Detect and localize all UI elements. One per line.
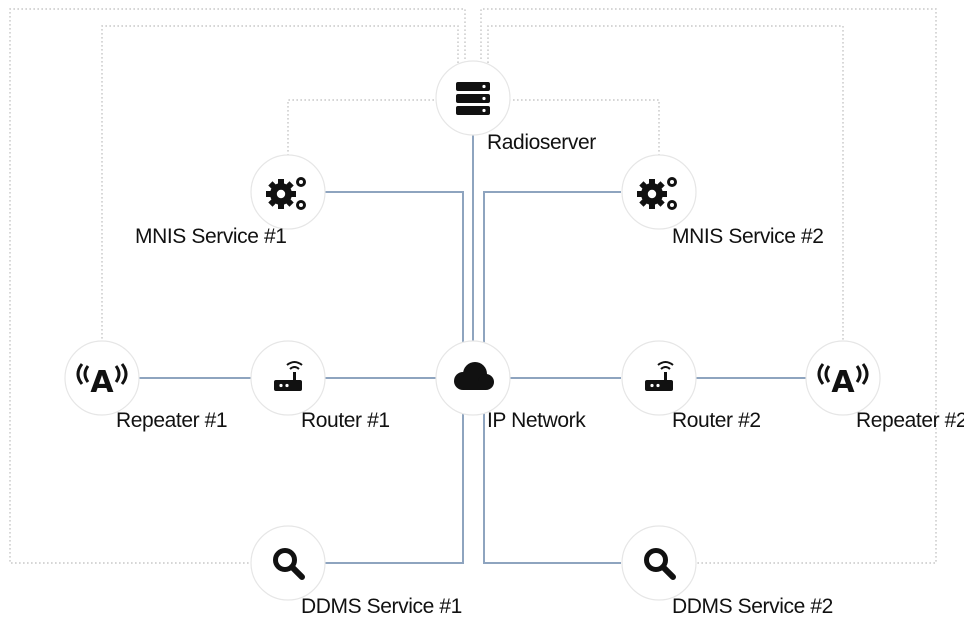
mnis1-label: MNIS Service #1	[135, 225, 287, 248]
gears-icon	[266, 177, 306, 210]
ddms2-node[interactable]	[621, 525, 697, 601]
node-circle	[250, 525, 326, 601]
cloud-icon	[454, 362, 494, 390]
mnis2-label: MNIS Service #2	[672, 225, 824, 248]
mnis2-node[interactable]	[621, 154, 697, 230]
router1-node[interactable]	[250, 340, 326, 416]
node-circle	[64, 340, 140, 416]
radioserver-node[interactable]	[435, 60, 511, 136]
antenna-glyph: A	[831, 365, 855, 400]
node-circle	[250, 340, 326, 416]
router2-node[interactable]	[621, 340, 697, 416]
magnifier-icon	[644, 548, 676, 580]
router1-label: Router #1	[301, 409, 390, 432]
ddms1-node[interactable]	[250, 525, 326, 601]
dotted-connections	[9, 8, 937, 564]
mnis1-node[interactable]	[250, 154, 326, 230]
magnifier-icon	[273, 548, 305, 580]
router2-label: Router #2	[672, 409, 761, 432]
mnis2-ipnetwork-link	[483, 191, 621, 345]
ipnetwork-ddms2-link	[483, 410, 621, 564]
node-circle	[621, 340, 697, 416]
repeater2-label: Repeater #2	[856, 409, 964, 432]
repeater1-node[interactable]: A	[64, 340, 140, 416]
repeater2-node[interactable]: A	[805, 340, 881, 416]
gears-icon	[637, 177, 677, 210]
wifi-router-icon	[645, 361, 674, 391]
node-circle	[621, 525, 697, 601]
outer-loop-left	[9, 8, 466, 564]
ipnetwork-ddms1-link	[325, 410, 464, 564]
solid-connections	[138, 135, 806, 564]
radioserver-label: Radioserver	[487, 131, 596, 154]
wifi-router-icon	[274, 361, 303, 391]
ddms2-label: DDMS Service #2	[672, 595, 833, 618]
repeater1-label: Repeater #1	[116, 409, 227, 432]
antenna-glyph: A	[90, 365, 114, 400]
radio-antenna-icon: A	[76, 363, 128, 400]
radioserver-mnis1-link	[287, 99, 438, 155]
server-rack-icon	[456, 82, 490, 115]
mnis1-ipnetwork-link	[325, 191, 464, 345]
ipnetwork-node[interactable]	[435, 340, 511, 416]
outer-loop-right	[480, 8, 937, 564]
node-circle	[805, 340, 881, 416]
ipnetwork-label: IP Network	[487, 409, 586, 432]
radio-antenna-icon: A	[817, 363, 869, 400]
ddms1-label: DDMS Service #1	[301, 595, 462, 618]
